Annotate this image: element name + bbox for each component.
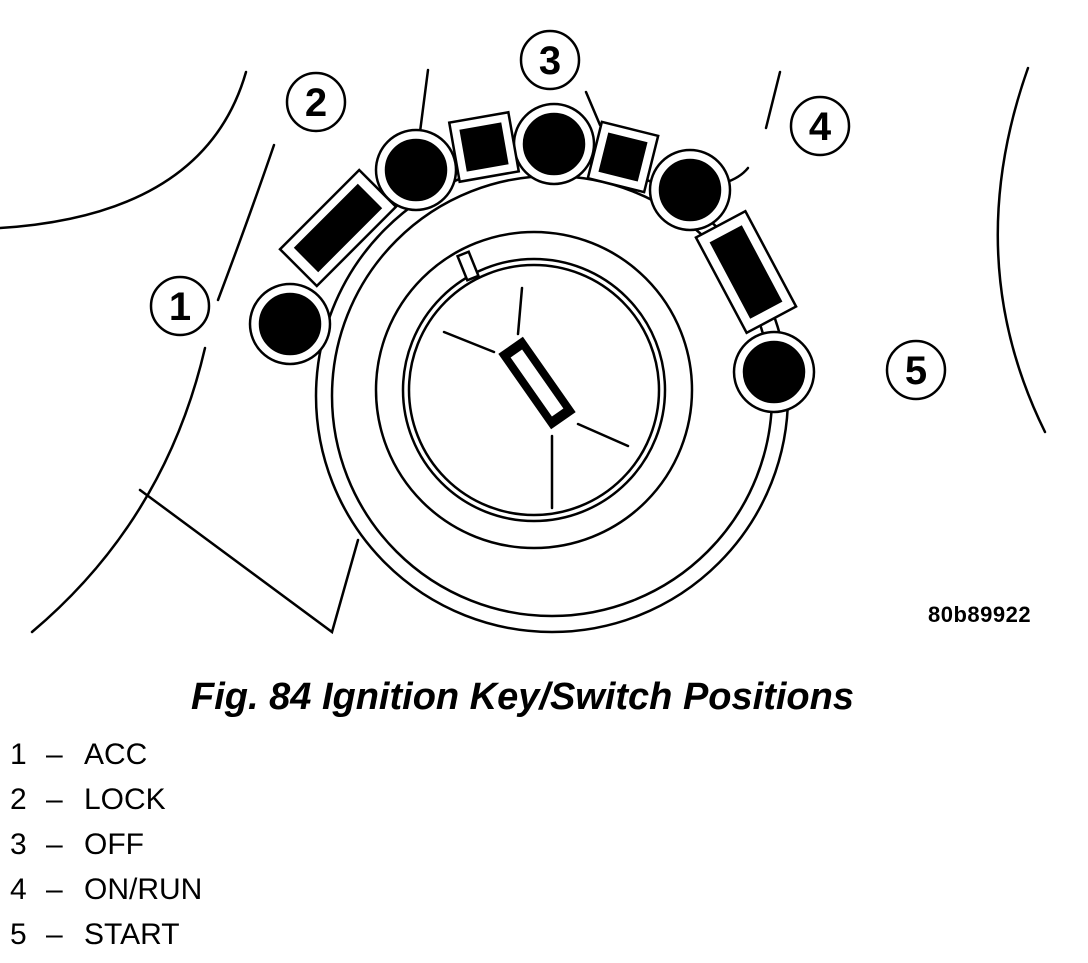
legend-number: 4: [10, 873, 27, 906]
leader-4-a: [764, 70, 782, 130]
callout-1: 1: [149, 275, 211, 337]
detent-start-dot: [732, 330, 816, 414]
detent-acc-dot: [248, 282, 332, 366]
svg-text:5: 5: [905, 349, 927, 393]
detent-off-dot: [512, 102, 596, 186]
legend-separator: –: [46, 828, 63, 861]
dash-outline-left-inner: [216, 143, 276, 302]
cylinder-inner-ring: [407, 263, 661, 517]
dash-outline-left-curve: [30, 346, 207, 634]
cylinder-line-left: [442, 330, 496, 354]
bezel-third-ring: [374, 230, 694, 550]
legend-item: 2–LOCK: [10, 783, 202, 828]
legend-separator: –: [46, 873, 63, 906]
legend-separator: –: [46, 783, 63, 816]
legend-number: 3: [10, 828, 27, 861]
key-slot: [498, 336, 576, 430]
legend-number: 5: [10, 918, 27, 951]
svg-text:4: 4: [809, 105, 832, 149]
figure-code: 80b89922: [928, 602, 1032, 627]
position-indicator-mark: [455, 250, 481, 282]
legend-item: 4–ON/RUN: [10, 873, 202, 918]
dash-outline-bracket: [138, 488, 360, 635]
figure-caption: Fig. 84 Ignition Key/Switch Positions: [191, 676, 854, 718]
legend-label: OFF: [84, 828, 144, 861]
marker-lock-off: [447, 110, 521, 184]
callout-2: 2: [285, 71, 347, 133]
legend-item: 3–OFF: [10, 828, 202, 873]
legend-label: ON/RUN: [84, 873, 203, 906]
detent-lock-dot: [374, 128, 458, 212]
callout-4: 4: [789, 95, 851, 157]
ignition-switch-diagram: 1 2 3 4 5: [0, 29, 1047, 635]
legend-item: 5–START: [10, 918, 202, 963]
legend-label: LOCK: [84, 783, 166, 816]
svg-text:1: 1: [169, 285, 191, 329]
legend-label: START: [84, 918, 180, 951]
dash-outline-right: [996, 66, 1047, 434]
svg-text:3: 3: [539, 39, 561, 83]
legend-separator: –: [46, 738, 63, 771]
legend-number: 2: [10, 783, 27, 816]
marker-on-start: [694, 209, 798, 335]
detent-on-run-dot: [648, 148, 732, 232]
legend-label: ACC: [84, 738, 148, 771]
dash-outline-left-top: [0, 70, 248, 230]
leader-2: [418, 68, 430, 134]
legend-separator: –: [46, 918, 63, 951]
callout-5: 5: [885, 339, 947, 401]
marker-off-on: [586, 120, 660, 194]
marker-acc-lock: [278, 168, 398, 288]
legend-item: 1–ACC: [10, 738, 202, 783]
cylinder-line-right: [576, 422, 630, 448]
cylinder-line-top: [516, 286, 524, 336]
legend-number: 1: [10, 738, 27, 771]
cylinder-outer-ring: [401, 257, 667, 523]
legend-list: 1–ACC 2–LOCK 3–OFF 4–ON/RUN 5–START: [10, 738, 202, 963]
leader-3: [584, 90, 602, 127]
svg-text:2: 2: [305, 81, 327, 125]
callout-3: 3: [519, 29, 581, 91]
